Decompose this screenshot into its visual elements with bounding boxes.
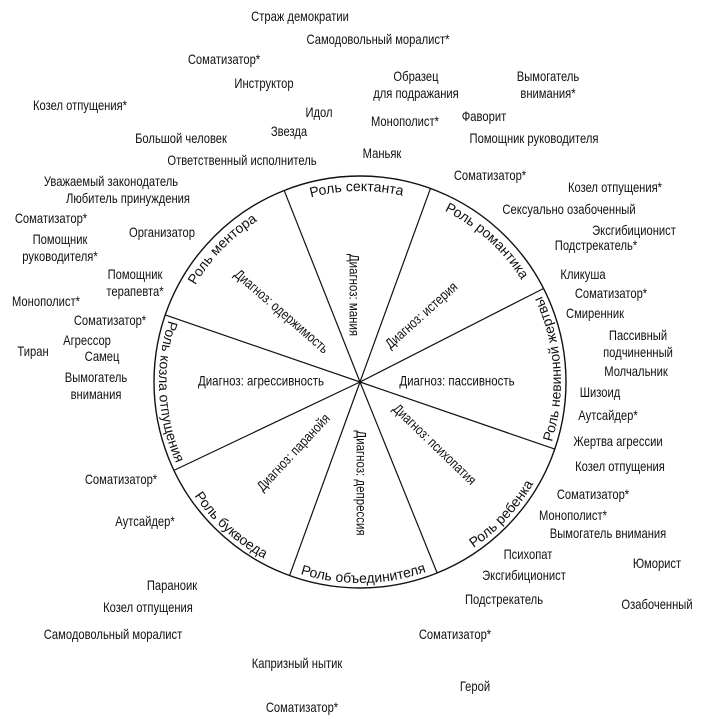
role-label-pedant: Роль буквоеда	[192, 488, 271, 561]
outer-role-label: Большой человек	[135, 130, 227, 146]
outer-role-label: Страж демократии	[251, 8, 349, 24]
outer-role-label: Помощник руководителя	[469, 130, 599, 146]
outer-role-label: Вымогатель внимания	[549, 525, 667, 541]
diagnosis-depression: Диагноз: депрессия	[353, 430, 369, 535]
outer-role-label: Козел отпущения	[103, 599, 193, 615]
spoke-line	[288, 381, 361, 576]
outer-role-label: Козел отпущения*	[567, 179, 663, 195]
outer-role-label: Капризный нытик	[251, 655, 343, 671]
outer-role-label: Ответственный исполнитель	[167, 152, 317, 168]
outer-role-label: Самодовольный моралист	[43, 626, 183, 642]
outer-role-label: Озабоченный	[621, 596, 693, 612]
outer-role-label: Параноик	[146, 577, 198, 593]
outer-role-label: Вымогатель внимания	[64, 369, 128, 402]
spoke-line	[359, 381, 555, 450]
outer-role-label: Соматизатор*	[453, 167, 527, 183]
outer-role-label: Аутсайдер*	[115, 513, 175, 529]
outer-role-label: Помощник терапевта*	[106, 266, 164, 299]
outer-role-label: Агрессор	[63, 332, 111, 348]
outer-role-label: Юморист	[632, 555, 682, 571]
outer-role-label: Соматизатор*	[73, 312, 147, 328]
outer-role-label: Соматизатор*	[574, 285, 648, 301]
spoke-line	[359, 188, 432, 383]
outer-role-label: Смиренник	[565, 305, 625, 321]
outer-role-label: Монополист*	[11, 293, 81, 309]
outer-role-label: Организатор	[128, 224, 196, 240]
role-label-innocent-victim: Роль невинной жертвы	[530, 295, 564, 443]
diagnosis-aggressiveness: Диагноз: агрессивность	[198, 373, 324, 389]
outer-role-label: Тиран	[17, 343, 49, 359]
spoke-line	[283, 190, 361, 383]
outer-role-label: Козел отпущения	[575, 458, 665, 474]
outer-role-label: Любитель принуждения	[66, 190, 190, 206]
outer-role-label: Монополист*	[538, 507, 608, 523]
outer-role-label: Идол	[305, 104, 333, 120]
outer-role-label: Эксгибиционист	[482, 567, 566, 583]
wheel-circle	[153, 175, 567, 589]
diagnosis-mania: Диагноз: мания	[346, 254, 362, 336]
outer-role-label: Соматизатор*	[14, 210, 88, 226]
outer-role-label: Монополист*	[370, 113, 440, 129]
spoke-line	[359, 287, 544, 383]
outer-role-label: Уважаемый законодатель	[43, 173, 179, 189]
outer-role-label: Молчальник	[604, 363, 668, 379]
outer-role-label: Инструктор	[234, 75, 294, 91]
spoke-line	[359, 381, 438, 574]
outer-role-label: Образец для подражания	[373, 68, 459, 101]
outer-role-label: Аутсайдер*	[578, 407, 638, 423]
outer-role-label: Соматизатор*	[556, 486, 630, 502]
spoke-line	[173, 381, 361, 471]
outer-role-label: Вымогатель внимания*	[516, 68, 580, 101]
outer-role-label: Фаворит	[461, 108, 507, 124]
outer-role-label: Соматизатор*	[418, 626, 492, 642]
outer-role-label: Пассивный подчиненный	[603, 327, 673, 360]
role-label-child: Роль ребенка	[466, 477, 536, 551]
outer-role-label: Соматизатор*	[265, 699, 339, 715]
outer-role-label: Козел отпущения*	[32, 97, 128, 113]
role-label-scapegoat: Роль козла отпущения	[156, 319, 188, 464]
outer-role-label: Звезда	[270, 123, 308, 139]
outer-role-label: Подстрекатель*	[554, 237, 638, 253]
outer-role-label: Жертва агрессии	[573, 433, 663, 449]
outer-role-label: Герой	[459, 678, 491, 694]
role-label-sectant: Роль сектанта	[308, 178, 406, 200]
outer-role-label: Шизоид	[579, 384, 621, 400]
outer-role-label: Самодовольный моралист*	[306, 31, 450, 47]
outer-role-label: Кликуша	[560, 266, 606, 282]
spoke-line	[165, 314, 361, 383]
outer-role-label: Самец	[84, 348, 120, 364]
outer-role-label: Маньяк	[362, 145, 402, 161]
outer-role-label: Эксгибиционист	[592, 222, 676, 238]
outer-role-label: Сексуально озабоченный	[502, 201, 636, 217]
outer-role-label: Соматизатор*	[84, 471, 158, 487]
outer-role-label: Психопат	[503, 546, 553, 562]
outer-role-label: Помощник руководителя*	[22, 231, 98, 264]
outer-role-label: Подстрекатель	[464, 591, 544, 607]
diagnosis-paranoia: Диагноз: паранойя	[253, 410, 333, 494]
diagnosis-psychopathy: Диагноз: психопатия	[390, 400, 480, 488]
diagnosis-passivity: Диагноз: пассивность	[399, 373, 515, 389]
wheel-spokes	[165, 188, 555, 576]
outer-role-label: Соматизатор*	[187, 51, 261, 67]
